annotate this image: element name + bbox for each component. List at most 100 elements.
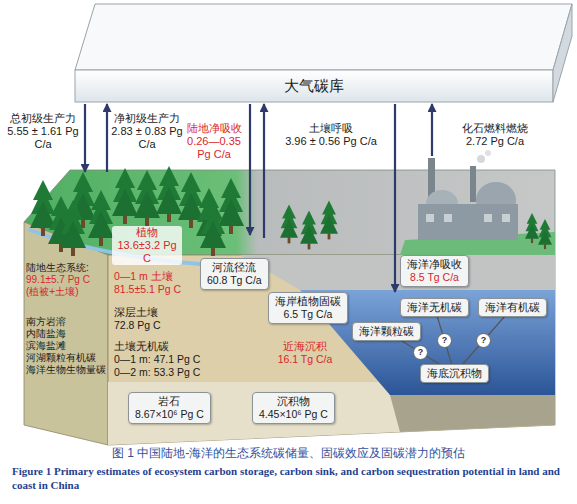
stock-label: 81.5±5.1 Pg C (114, 283, 198, 296)
atmosphere-slab: 大气碳库 (75, 70, 553, 102)
stock-label: (植被+土壤) (26, 286, 106, 298)
carbon-box: 海洋有机碳 (478, 298, 547, 317)
window (484, 214, 492, 222)
question-mark: ? (476, 333, 491, 348)
flux-label: 净初级生产力 (111, 112, 183, 125)
carbon-box: 岩石8.67×10⁶ Pg C (128, 392, 211, 424)
tree (200, 200, 226, 256)
box-text: 海洋颗粒碳 (359, 325, 414, 338)
stock-label: 陆地生态系统: (26, 262, 106, 274)
flux-label: 0.26—0.35 Pg C/a (182, 135, 246, 161)
pool-label: 海洋生物生物量碳 (26, 364, 106, 376)
pool-label: 河湖颗粒有机碳 (26, 352, 106, 364)
flux-label: 5.55 ± 1.61 Pg C/a (6, 125, 80, 151)
carbon-box: 海洋净吸收8.5 Tg C/a (400, 255, 469, 287)
stock-label: 0—1 m: 47.1 Pg C (114, 353, 234, 366)
box-text: 海洋无机碳 (407, 301, 462, 314)
smoke (477, 155, 485, 163)
flux-arrow (106, 104, 108, 172)
flux-label: 3.96 ± 0.56 Pg C/a (272, 135, 390, 148)
tree (60, 200, 86, 256)
box-text: 河流径流 (207, 261, 262, 274)
box-text: 海底沉积物 (427, 367, 482, 380)
tree (156, 166, 182, 222)
label-group: 土壤呼吸3.96 ± 0.56 Pg C/a (272, 122, 390, 148)
caption-english: Figure 1 Primary estimates of ecosystem … (12, 464, 565, 492)
carbon-box: 海洋无机碳 (400, 298, 469, 317)
stock-label: 72.8 Pg C (114, 319, 198, 332)
label-group: 陆地净吸收0.26—0.35 Pg C/a (182, 122, 246, 161)
label-group: Figure 1 Primary estimates of ecosystem … (12, 464, 565, 492)
carbon-box: 海岸植物固碳6.5 Tg C/a (268, 292, 348, 324)
flux-label: 陆地净吸收 (182, 122, 246, 135)
pool-label: 内陆盐海 (26, 328, 106, 340)
box-text: 岩石 (135, 395, 204, 408)
box-text: 海洋净吸收 (407, 258, 462, 271)
flux-arrow (249, 104, 251, 235)
tree (300, 211, 318, 250)
flux-label: 土壤呼吸 (272, 122, 390, 135)
tree (218, 178, 244, 234)
stock-label: 13.6±3.2 Pg C (112, 239, 182, 265)
label-group: 净初级生产力2.83 ± 0.83 Pg C/a (111, 112, 183, 151)
flux-label: 近海沉积 (270, 340, 340, 353)
tree (525, 213, 539, 243)
carbon-box: 沉积物4.45×10⁶ Pg C (252, 392, 335, 424)
connector (437, 317, 451, 364)
connector (402, 341, 439, 364)
box-text: 沉积物 (259, 395, 328, 408)
flux-arrow (431, 104, 433, 156)
block-side (24, 222, 108, 445)
tree (538, 219, 552, 249)
flux-arrow (263, 104, 265, 238)
carbon-box: 海洋颗粒碳 (352, 322, 421, 341)
label-group: 植物13.6±3.2 Pg C (112, 226, 182, 265)
box-text: 8.67×10⁶ Pg C (135, 408, 204, 421)
tree (112, 168, 138, 224)
flux-label: 化石燃料燃烧 (440, 122, 550, 135)
tree (320, 201, 338, 240)
flux-label: 总初级生产力 (6, 112, 80, 125)
box-text: 60.8 Tg C/a (207, 274, 262, 287)
tree (134, 170, 160, 226)
window (444, 214, 452, 222)
label-group: 0—1 m 土壤81.5±5.1 Pg C (114, 270, 198, 296)
seafloor-layer (390, 395, 555, 432)
box-text: 海洋有机碳 (485, 301, 540, 314)
tree (88, 190, 114, 246)
tree (280, 205, 298, 244)
stock-label: 0—2 m: 53.3 Pg C (114, 366, 234, 379)
box-text: 大气碳库 (284, 77, 344, 95)
window (502, 214, 510, 222)
carbon-box: 河流径流60.8 Tg C/a (200, 258, 269, 290)
slab-top (75, 4, 572, 70)
connector (463, 317, 504, 364)
flux-label: 2.83 ± 0.83 Pg C/a (111, 125, 183, 151)
stock-label: 植物 (112, 226, 182, 239)
pool-label: 南方岩溶 (26, 316, 106, 328)
slab-front (75, 70, 553, 102)
flux-label: 2.72 Pg C/a (440, 135, 550, 148)
label-group: 陆地生态系统:99.1±5.7 Pg C(植被+土壤) (26, 262, 106, 298)
label-group: 南方岩溶内陆盐海滨海盐滩河湖颗粒有机碳海洋生物生物量碳 (26, 316, 106, 376)
question-mark: ? (437, 333, 452, 348)
label-group: 总初级生产力5.55 ± 1.61 Pg C/a (6, 112, 80, 151)
factory-building (418, 204, 518, 240)
box-text: 海岸植物固碳 (275, 295, 341, 308)
smoke (485, 150, 491, 156)
carbon-box: 海底沉积物 (420, 364, 489, 383)
chimney (470, 166, 476, 202)
flux-arrow (394, 104, 396, 292)
stock-label: 土壤无机碳 (114, 340, 234, 353)
label-group: 土壤无机碳0—1 m: 47.1 Pg C0—2 m: 53.3 Pg C (114, 340, 234, 379)
question-mark: ? (413, 345, 428, 360)
label-group: 化石燃料燃烧2.72 Pg C/a (440, 122, 550, 148)
pool-label: 滨海盐滩 (26, 340, 106, 352)
box-text: 4.45×10⁶ Pg C (259, 408, 328, 421)
block-front (108, 255, 555, 445)
flux-arrow (84, 104, 86, 172)
slab-side (553, 4, 572, 102)
